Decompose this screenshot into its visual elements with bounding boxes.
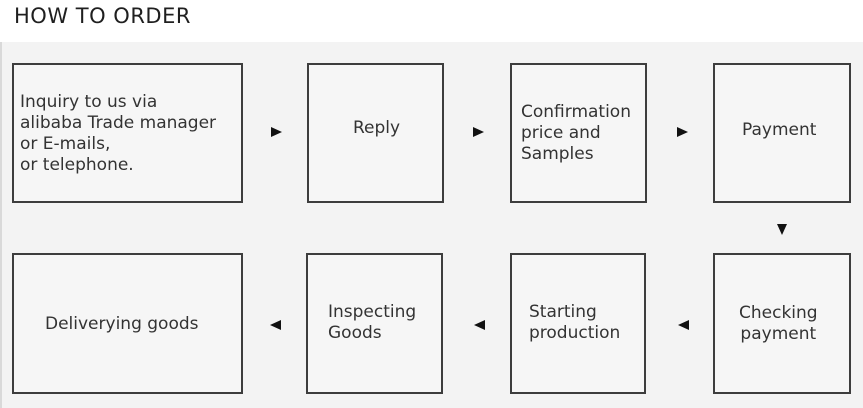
arrow-right-icon	[677, 127, 688, 137]
step-reply-label: Reply	[353, 118, 401, 138]
step-delivering-label: Deliverying goods	[45, 314, 199, 334]
arrow-down-icon	[777, 224, 787, 235]
step-confirmation: Confirmation price and Samples	[510, 63, 647, 203]
arrow-right-icon	[473, 127, 484, 137]
step-inspecting-label: Inspecting Goods	[328, 302, 417, 343]
step-starting-production-label: Starting production	[529, 302, 621, 343]
step-starting-production: Starting production	[510, 253, 646, 394]
arrow-left-icon	[270, 320, 281, 330]
arrow-left-icon	[678, 320, 689, 330]
page-title: HOW TO ORDER	[14, 4, 191, 28]
step-inquiry: Inquiry to us via alibaba Trade manager …	[12, 63, 243, 203]
step-payment: Payment	[713, 63, 851, 203]
step-inquiry-label: Inquiry to us via alibaba Trade manager …	[20, 92, 217, 175]
header: HOW TO ORDER	[0, 0, 863, 42]
step-confirmation-label: Confirmation price and Samples	[521, 102, 631, 164]
step-inspecting: Inspecting Goods	[306, 253, 443, 394]
step-checking-payment: Checking payment	[713, 253, 851, 394]
step-reply: Reply	[307, 63, 444, 203]
step-payment-label: Payment	[742, 120, 817, 140]
arrow-right-icon	[271, 127, 282, 137]
arrow-left-icon	[474, 320, 485, 330]
step-delivering: Deliverying goods	[12, 253, 243, 394]
step-checking-payment-label: Checking payment	[739, 303, 818, 344]
